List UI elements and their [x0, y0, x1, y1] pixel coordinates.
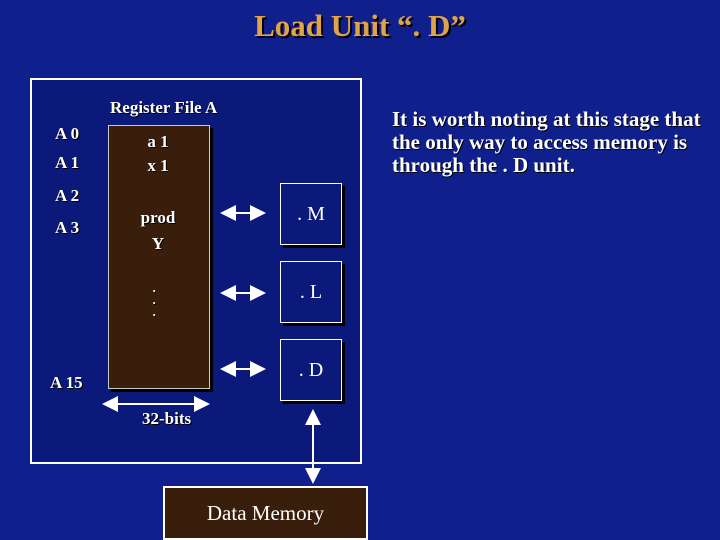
row-label-a1: A 1 — [55, 153, 80, 172]
register-cell-x1: x 1 — [147, 156, 169, 175]
unit-l-label: . L — [299, 280, 323, 303]
register-file-label: Register File A — [110, 98, 218, 117]
ellipsis-dots: ··· — [152, 283, 157, 322]
unit-d-label: . D — [298, 358, 324, 381]
data-memory-box: Data Memory — [163, 486, 368, 540]
register-cell-prod: prod — [140, 208, 176, 227]
unit-m-label: . M — [297, 202, 325, 225]
unit-d-box: . D — [280, 339, 342, 401]
row-label-a15: A 15 — [50, 373, 83, 392]
row-label-a3: A 3 — [55, 218, 80, 237]
unit-m-box: . M — [280, 183, 342, 245]
data-memory-label: Data Memory — [206, 500, 325, 525]
note-text: It is worth noting at this stage that th… — [392, 107, 701, 177]
width-label: 32-bits — [142, 409, 192, 428]
register-cell-a1: a 1 — [147, 132, 169, 151]
register-cell-y: Y — [151, 234, 165, 253]
row-label-a2: A 2 — [55, 186, 80, 205]
unit-l-box: . L — [280, 261, 342, 323]
slide-title: Load Unit “. D” — [254, 8, 466, 43]
row-label-a0: A 0 — [55, 124, 80, 143]
register-file-a — [108, 125, 210, 389]
